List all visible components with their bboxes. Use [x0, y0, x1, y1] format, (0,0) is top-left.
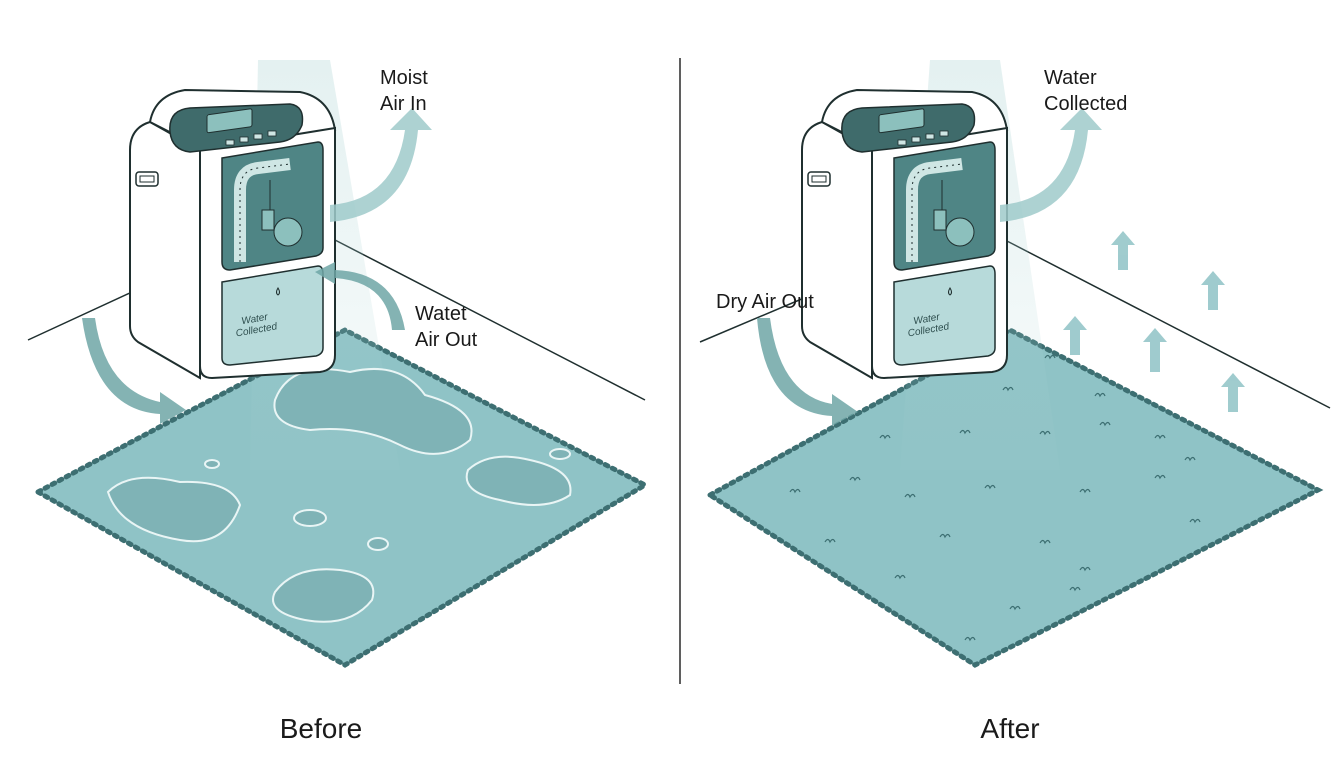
water-collected-arrow	[1000, 108, 1102, 222]
carpet-texture	[789, 354, 1201, 642]
wall-floor-line	[699, 297, 805, 343]
wall-floor-line	[27, 291, 133, 341]
moist-air-in-arrow	[330, 108, 432, 222]
dry-air-out-label: Dry Air Out	[716, 291, 814, 313]
inflow-arrow	[82, 318, 186, 424]
dehumidifier-unit	[130, 90, 335, 378]
dehumidifier-unit	[802, 90, 1007, 378]
wall-floor-line	[1004, 239, 1331, 409]
water-puddles	[106, 368, 572, 623]
dry-air-out-arrow	[757, 318, 858, 426]
rising-vapor-arrows	[1063, 231, 1245, 412]
after-caption: After	[980, 713, 1039, 744]
wet-carpet	[32, 327, 651, 668]
wall-floor-line	[334, 239, 646, 401]
air-out-arrow	[315, 262, 405, 330]
before-caption: Before	[280, 713, 363, 744]
